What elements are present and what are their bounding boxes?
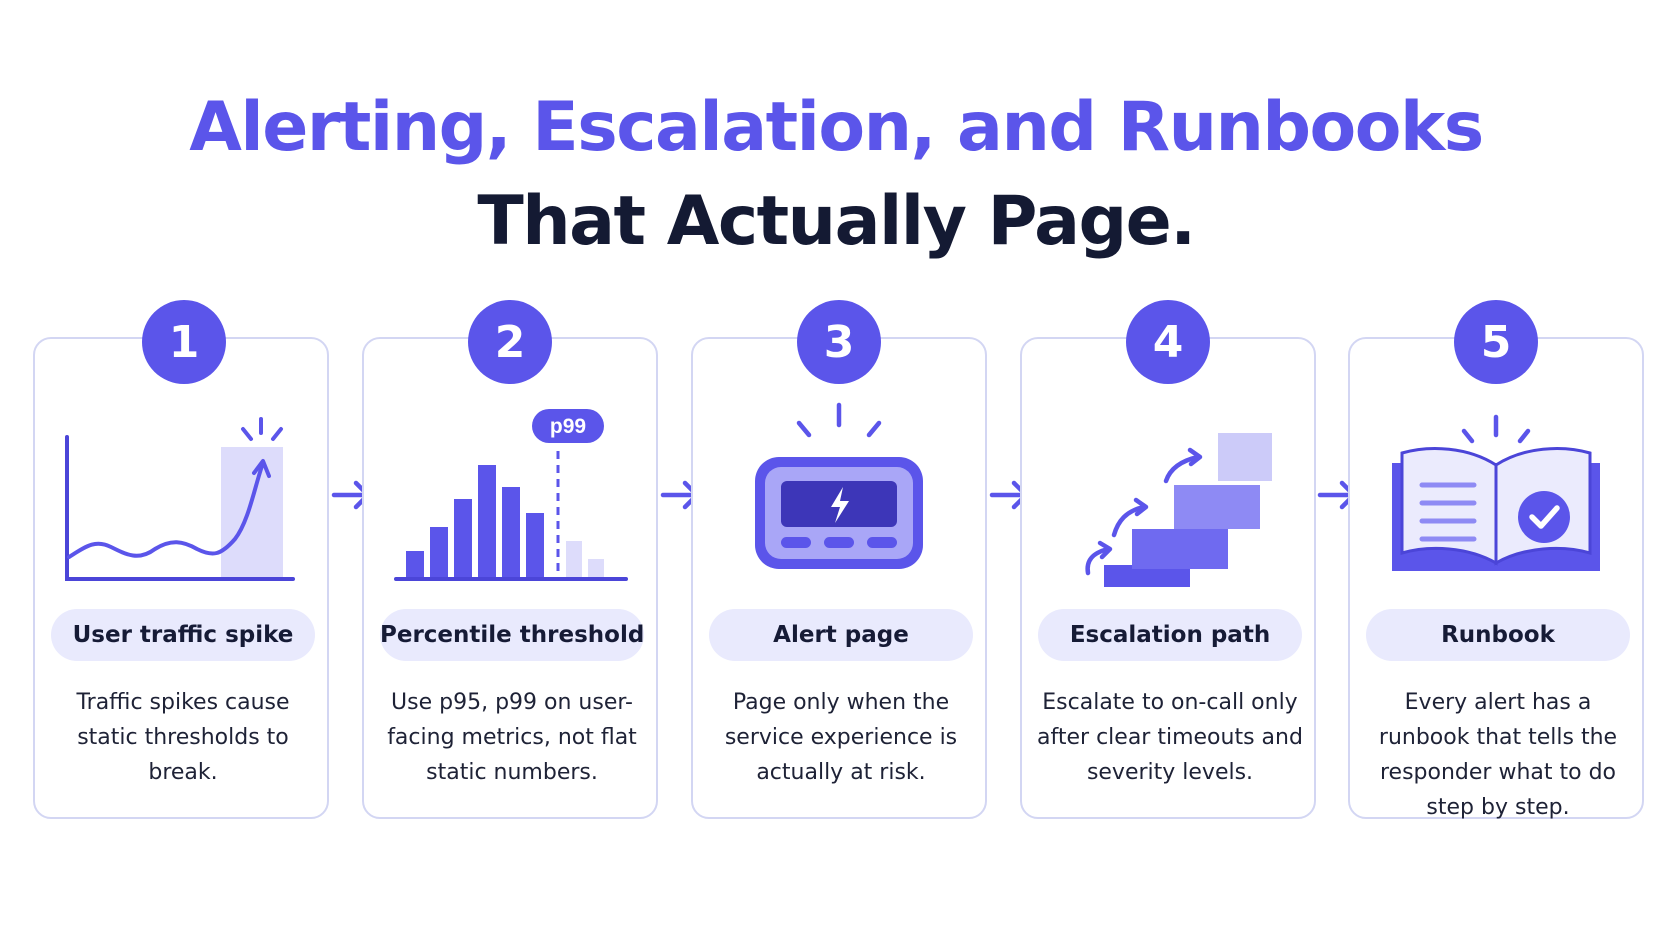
step-description-5: Every alert has a runbook that tells the… [1378,690,1618,820]
title-line-1: Alerting, Escalation, and Runbooks [189,88,1484,167]
step-number-5: 5 [1454,300,1538,384]
step-label-4: Escalation path [1038,609,1302,661]
step-description-2: Use p95, p99 on user-facing metrics, not… [387,690,637,785]
traffic-spike-chart-icon [65,417,295,581]
step-number-3: 3 [797,300,881,384]
step-card-3: Alert page Page only when the service ex… [691,337,987,819]
step-card-5: Runbook Every alert has a runbook that t… [1348,337,1644,820]
runbook-book-icon [1392,414,1600,571]
step-label-1: User traffic spike [51,609,315,661]
escalation-stairs-icon [1085,433,1272,587]
step-number-1: 1 [142,300,226,384]
step-number-4: 4 [1126,300,1210,384]
step-description-1: Traffic spikes cause static thresholds t… [76,690,290,785]
title-line-2: That Actually Page. [477,182,1196,261]
p99-marker-label: p99 [550,415,586,438]
percentile-bars-icon: p99 [394,409,628,581]
step-label-2: Percentile threshold [380,609,644,661]
step-description-4: Escalate to on-call only after clear tim… [1037,690,1303,785]
step-description-3: Page only when the service experience is… [724,690,958,785]
step-label-5: Runbook [1366,609,1630,661]
step-card-4: Escalation path Escalate to on-call only… [1020,337,1316,819]
step-number-2: 2 [468,300,552,384]
pager-icon [755,402,923,569]
step-card-1: User traffic spike Traffic spikes cause … [33,337,329,819]
step-label-3: Alert page [709,609,973,661]
step-card-2: p99 Percentile threshold Use p95, p99 on… [362,337,658,819]
